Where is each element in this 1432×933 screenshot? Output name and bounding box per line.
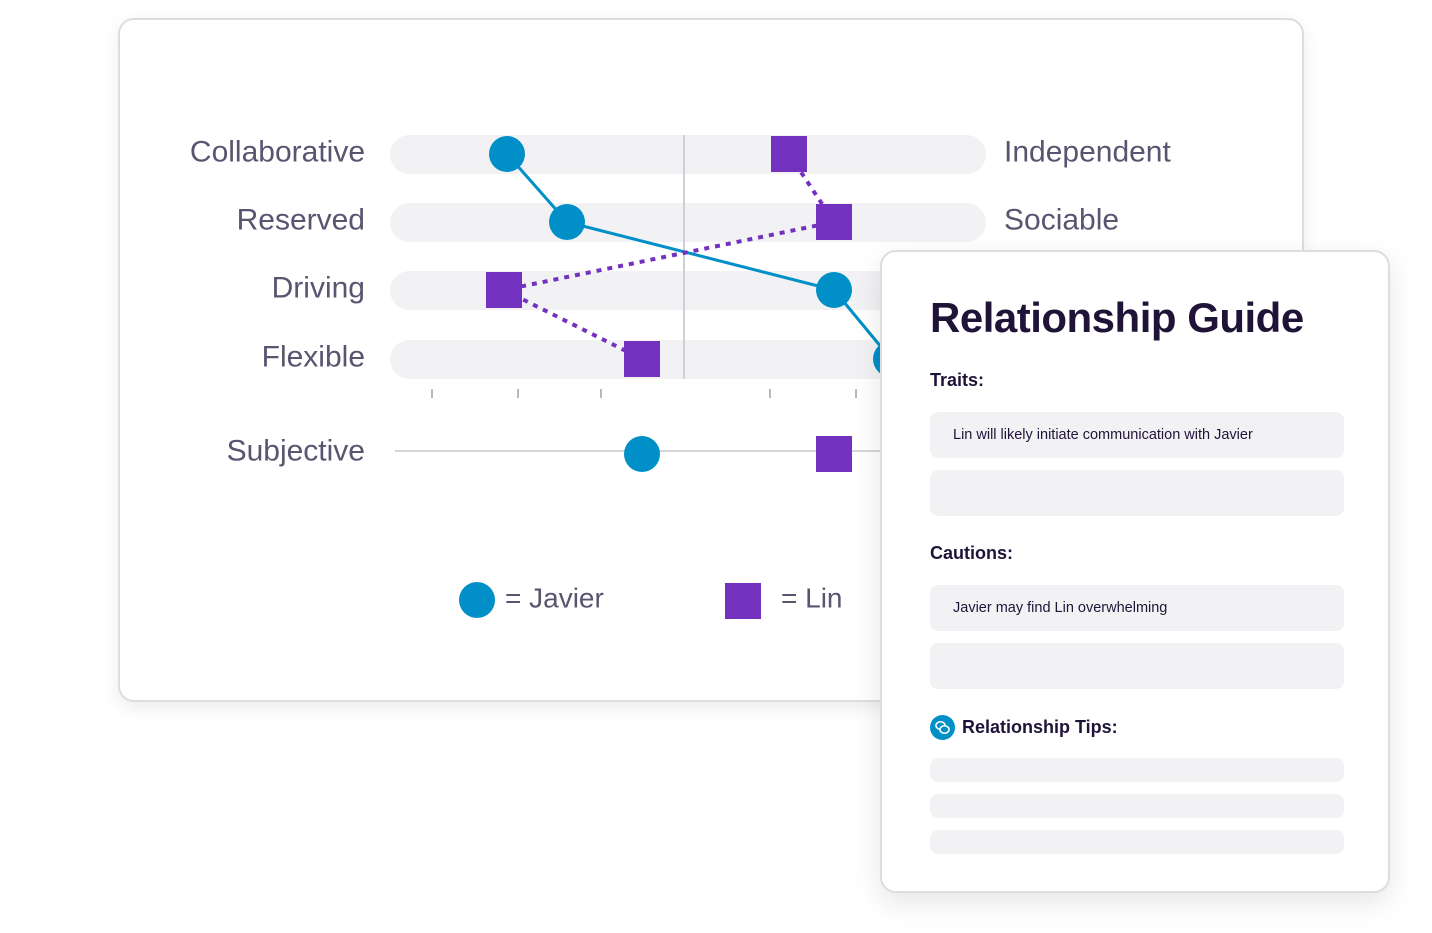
javier-point [489,136,525,172]
traits-heading: Traits: [930,370,985,390]
legend-javier-label: = Javier [505,583,604,614]
javier-subjective-point [624,436,660,472]
javier-series-line [505,153,893,360]
scale-left-label: Reserved [237,204,365,237]
scale-left-label: Collaborative [190,136,365,169]
tips-heading: Relationship Tips: [962,717,1118,737]
lin-series-line [497,152,838,361]
legend-lin-marker [725,583,761,619]
lin-subjective-point [816,436,852,472]
cautions-item-empty [930,643,1344,689]
scale-track [390,340,986,379]
scale-left-label: Driving [272,272,365,305]
tips-heading-row: Relationship Tips: [930,715,1118,740]
cautions-heading: Cautions: [930,543,1013,563]
tip-placeholder-row [930,794,1344,818]
lin-point [771,136,807,172]
chat-bubbles-icon [930,715,955,740]
scale-right-label: Sociable [1004,204,1119,237]
scale-track [390,203,986,242]
javier-point [549,204,585,240]
traits-item-empty [930,470,1344,516]
scale-right-label: Independent [1004,136,1171,169]
lin-point [816,204,852,240]
javier-point [816,272,852,308]
subjective-label: Subjective [227,435,365,468]
traits-item: Lin will likely initiate communication w… [930,412,1344,458]
cautions-item: Javier may find Lin overwhelming [930,585,1344,631]
legend-javier-marker [459,582,495,618]
legend-lin-label: = Lin [781,583,843,614]
scale-left-label: Flexible [262,341,365,374]
tip-placeholder-row [930,758,1344,782]
lin-point [624,341,660,377]
lin-point [486,272,522,308]
tip-placeholder-row [930,830,1344,854]
relationship-guide-card: Relationship Guide Traits: Lin will like… [880,250,1390,893]
scale-track [390,135,986,174]
guide-title: Relationship Guide [930,294,1304,341]
